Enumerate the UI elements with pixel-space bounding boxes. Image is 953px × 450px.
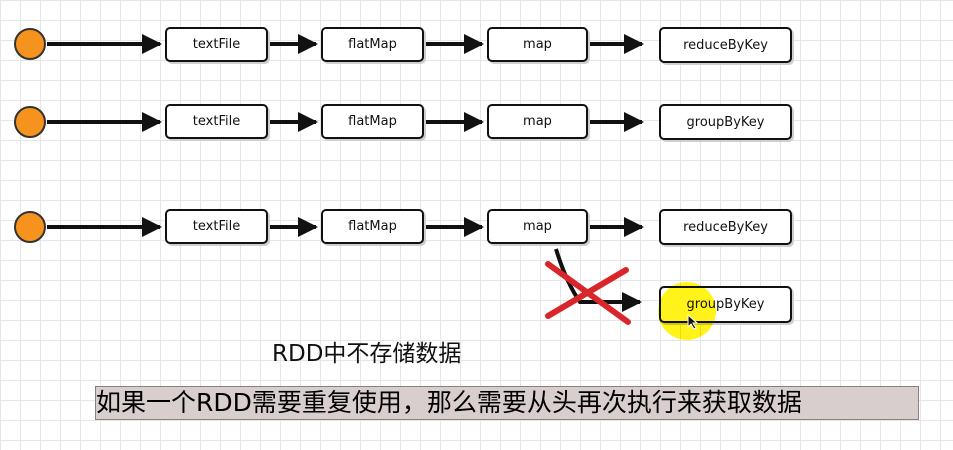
start-node [14,211,46,243]
cursor-icon [687,314,699,330]
start-node [14,106,46,138]
node-textfile: textFile [165,209,268,244]
cursor-highlight [658,282,716,340]
subtitle-bar: 如果一个RDD需要重复使用，那么需要从头再次执行来获取数据 [95,386,919,420]
node-textfile: textFile [165,104,268,139]
start-node [14,28,46,60]
node-flatmap: flatMap [321,209,424,244]
cross-out-mark [545,261,631,325]
node-map: map [487,104,588,139]
node-reducebykey: reduceByKey [659,209,792,245]
node-textfile: textFile [165,27,268,62]
caption-text: RDD中不存储数据 [272,341,462,367]
node-flatmap: flatMap [321,104,424,139]
node-map: map [487,209,588,244]
node-flatmap: flatMap [321,27,424,62]
node-groupbykey: groupByKey [659,104,792,140]
node-map: map [487,27,588,62]
node-reducebykey: reduceByKey [659,27,792,63]
